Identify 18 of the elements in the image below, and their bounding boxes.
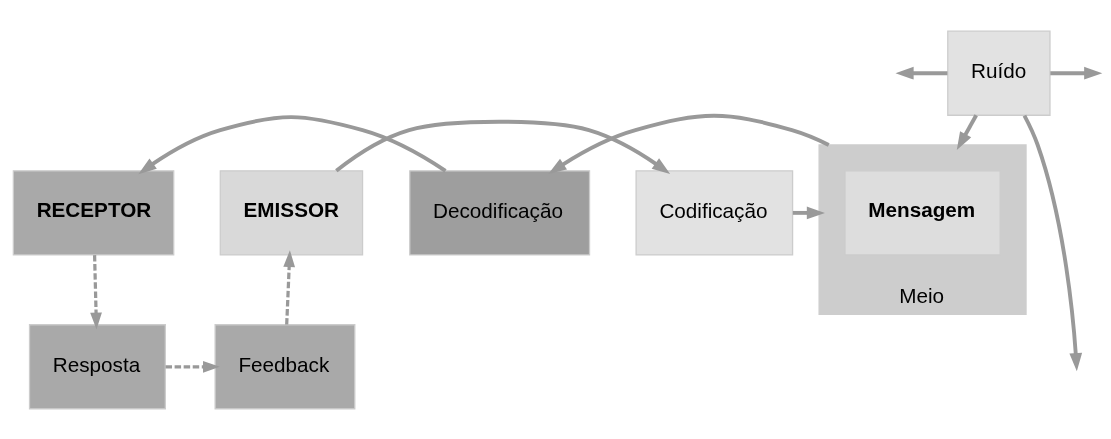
- arrow: [165, 360, 220, 373]
- node-box: Feedback: [214, 323, 356, 409]
- arrow: [956, 113, 978, 150]
- arrow: [283, 249, 296, 325]
- node-box: Resposta: [28, 323, 166, 409]
- arrow: [548, 113, 830, 174]
- node-box: Ruído: [947, 30, 1051, 116]
- node-box: Codificação: [635, 169, 794, 256]
- node-box: EMISSOR: [219, 169, 364, 256]
- node-box: RECEPTOR: [12, 169, 175, 256]
- arrow: [138, 114, 447, 174]
- arrow: [1022, 114, 1083, 371]
- arrow: [1050, 66, 1103, 80]
- arrow: [895, 66, 948, 80]
- arrow: [90, 254, 102, 329]
- arrow: [792, 206, 825, 219]
- node-box: Decodificação: [409, 169, 591, 256]
- arrow: [335, 119, 671, 174]
